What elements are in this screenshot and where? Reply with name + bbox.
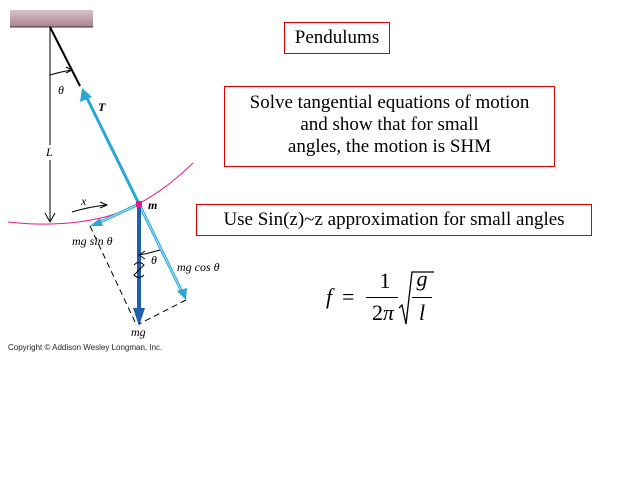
radicand-fraction-bar [412,297,432,298]
slide-title: Pendulums [284,22,390,54]
tension-arrow [84,95,141,205]
sqrt-sign-icon [398,271,434,325]
weight-curl-icon [133,262,145,278]
tangential-line-3: angles, the motion is SHM [287,136,492,157]
mg-cos-arrow-inner [138,203,183,293]
formula-equals: = [342,284,355,309]
pendulum-string [49,26,81,87]
tangential-line-2: and show that for small [300,114,479,135]
fraction-bar [366,297,398,298]
mg-cos-label: mg cos θ [177,260,220,274]
mg-sin-arrowhead-icon [90,218,103,226]
radicand-numerator: g [416,266,428,291]
theta-top-label: θ [58,83,64,97]
tension-label: T [98,100,106,114]
displacement-arrowhead-icon [99,201,109,209]
displacement-label: x [81,194,87,208]
mg-sin-label: mg sin θ [72,234,113,248]
mg-sin-arrow-inner [97,203,140,224]
swing-arc [7,162,194,225]
dashed-line-cos [138,299,187,325]
frequency-formula: f = 1 2π g l [326,266,436,330]
tangential-line-1: Solve tangential equations of motion [249,92,530,113]
denominator-coeff: 2 [371,300,383,325]
mass-bob [136,201,142,207]
mg-cos-arrowhead-icon [177,288,187,300]
dashed-line-sin [89,225,137,325]
displacement-arrow [71,204,107,213]
formula-lhs: f [326,284,333,309]
theta-arc-lower [138,249,161,256]
formula-numerator: 1 [379,268,391,293]
weight-label: mg [131,325,146,339]
tension-arrowhead-icon [80,88,92,102]
mass-label: m [148,198,158,212]
theta-lower-arrowhead-icon [138,250,146,260]
denominator-pi: π [382,300,395,325]
theta-arc-top [49,69,72,76]
radicand-denominator: l [418,300,426,325]
theta-lower-label: θ [151,253,157,267]
approximation-note: Use Sin(z)~z approximation for small ang… [196,204,592,236]
theta-arrowhead-icon [65,66,74,74]
length-arrowhead-icon [44,212,56,224]
length-label: L [46,145,53,159]
copyright-notice: Copyright © Addison Wesley Longman, Inc. [8,343,163,352]
tangential-instructions: Solve tangential equations of motion and… [224,86,555,167]
weight-arrowhead-icon [133,308,145,326]
ceiling-support [10,10,93,27]
formula-denominator: 2π [366,300,400,326]
